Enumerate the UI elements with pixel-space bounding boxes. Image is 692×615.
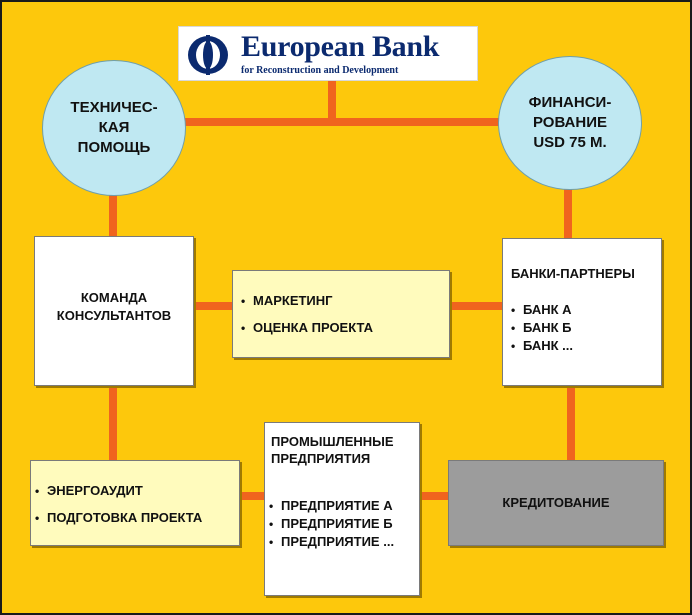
list-item: ПОДГОТОВКА ПРОЕКТА: [35, 510, 202, 525]
connector-top-bus: [180, 118, 512, 126]
node-crediting: КРЕДИТОВАНИЕ: [448, 460, 664, 546]
node-text-line: КОНСУЛЬТАНТОВ: [56, 308, 172, 323]
node-text-line: ТЕХНИЧЕС-: [70, 99, 158, 116]
node-technical-assistance: ТЕХНИЧЕС- КАЯ ПОМОЩЬ: [42, 60, 186, 196]
bullet-list: ПРЕДПРИЯТИЕ А ПРЕДПРИЯТИЕ Б ПРЕДПРИЯТИЕ …: [269, 497, 394, 551]
list-item: ОЦЕНКА ПРОЕКТА: [241, 320, 373, 335]
connector-energy-audit-to-enterprises: [240, 492, 266, 500]
connector-tech-to-consultants: [109, 190, 117, 238]
node-text-line: USD 75 М.: [533, 134, 607, 151]
list-item: ПРЕДПРИЯТИЕ Б: [269, 515, 394, 533]
node-text-line: ФИНАНСИ-: [528, 94, 612, 111]
list-item: МАРКЕТИНГ: [241, 293, 373, 308]
node-energy-audit: ЭНЕРГОАУДИТ ПОДГОТОВКА ПРОЕКТА: [30, 460, 240, 546]
connector-marketing-to-banks: [448, 302, 504, 310]
node-text-block: КОМАНДА КОНСУЛЬТАНТОВ: [35, 289, 193, 325]
list-item: ПРЕДПРИЯТИЕ А: [269, 497, 394, 515]
node-text-line: ПОМОЩЬ: [77, 139, 151, 156]
node-industrial-enterprises: ПРОМЫШЛЕННЫЕ ПРЕДПРИЯТИЯ ПРЕДПРИЯТИЕ А П…: [264, 422, 420, 596]
node-financing: ФИНАНСИ- РОВАНИЕ USD 75 М.: [498, 56, 642, 190]
node-title: ПРОМЫШЛЕННЫЕ ПРЕДПРИЯТИЯ: [271, 433, 394, 467]
ebrd-emblem-icon: [188, 35, 228, 75]
list-item: БАНК Б: [511, 319, 573, 337]
node-label: КРЕДИТОВАНИЕ: [502, 495, 610, 510]
node-text-line: РОВАНИЕ: [532, 114, 607, 131]
bullet-list: БАНК А БАНК Б БАНК ...: [511, 301, 573, 355]
connector-consultants-to-energy-audit: [109, 386, 117, 462]
node-consultant-team: КОМАНДА КОНСУЛЬТАНТОВ: [34, 236, 194, 386]
list-item: ПРЕДПРИЯТИЕ ...: [269, 533, 394, 551]
node-title: БАНКИ-ПАРТНЕРЫ: [511, 266, 635, 281]
logo-bank-name: European Bank: [241, 30, 440, 63]
list-item: БАНК ...: [511, 337, 573, 355]
connector-enterprises-to-crediting: [420, 492, 450, 500]
node-title-line: ПРЕДПРИЯТИЯ: [271, 451, 371, 466]
connector-banks-to-crediting: [567, 386, 575, 462]
ebrd-logo: European Bank for Reconstruction and Dev…: [178, 26, 478, 81]
node-partner-banks: БАНКИ-ПАРТНЕРЫ БАНК А БАНК Б БАНК ...: [502, 238, 662, 386]
node-text-line: КОМАНДА: [80, 290, 148, 305]
list-item: ЭНЕРГОАУДИТ: [35, 483, 202, 498]
node-marketing: МАРКЕТИНГ ОЦЕНКА ПРОЕКТА: [232, 270, 450, 358]
connector-consultants-to-marketing: [194, 302, 234, 310]
list-item: БАНК А: [511, 301, 573, 319]
bullet-list: МАРКЕТИНГ ОЦЕНКА ПРОЕКТА: [241, 293, 373, 335]
bullet-list: ЭНЕРГОАУДИТ ПОДГОТОВКА ПРОЕКТА: [35, 483, 202, 525]
node-text-line: КАЯ: [98, 119, 130, 136]
connector-financing-to-banks: [564, 184, 572, 240]
node-title-line: ПРОМЫШЛЕННЫЕ: [271, 434, 394, 449]
logo-subtitle: for Reconstruction and Development: [241, 65, 399, 76]
connector-logo-to-bus: [328, 80, 336, 126]
